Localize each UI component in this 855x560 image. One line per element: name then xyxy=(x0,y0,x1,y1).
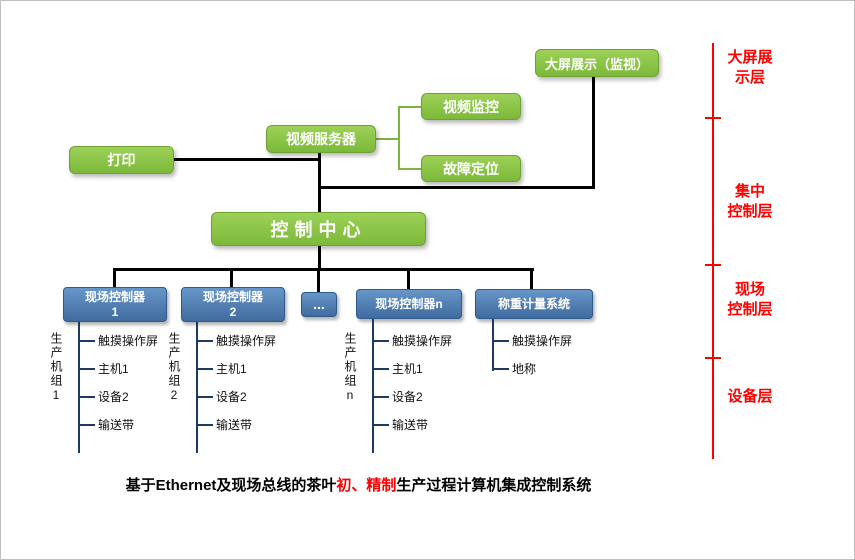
node-control-center: 控制中心 xyxy=(211,212,426,246)
node-field-controller-n: 现场控制器n xyxy=(356,289,462,319)
tree1-item: 输送带 xyxy=(98,418,135,432)
layer-label-line: 现场 xyxy=(734,281,765,298)
caption-suffix: 生产过程计算机集成控制系统 xyxy=(396,477,592,494)
layer-label-line: 示层 xyxy=(734,69,765,86)
treen-item: 输送带 xyxy=(392,418,429,432)
connector-top-horizontal xyxy=(318,186,595,189)
layer-label-line: 控制层 xyxy=(727,203,773,220)
treen-branch xyxy=(372,396,389,398)
connector-video-split-vertical xyxy=(398,106,400,170)
layer-label-device: 设备层 xyxy=(714,387,786,407)
node-video-server: 视频服务器 xyxy=(266,125,376,153)
connector-controlcenter-to-bus xyxy=(318,246,321,270)
tree1-group-label: 生产机组1 xyxy=(49,332,63,404)
node-field-controller-2: 现场控制器 2 xyxy=(181,287,285,322)
layer-label-field-control: 现场 控制层 xyxy=(714,280,786,320)
connector-bus-drop-1 xyxy=(113,268,116,288)
connector-videoserver-stub xyxy=(376,138,400,140)
controller-title: ... xyxy=(313,296,325,312)
node-video-monitor: 视频监控 xyxy=(421,93,521,120)
tree1-branch xyxy=(78,340,95,342)
weigh-tree-branch xyxy=(492,340,509,342)
connector-bus-horizontal xyxy=(113,268,534,271)
treen-trunk xyxy=(372,319,374,453)
layer-label-display: 大屏展 示层 xyxy=(714,48,786,88)
treen-group-label: 生产机组n xyxy=(343,332,357,404)
controller-subtitle: 2 xyxy=(229,304,237,319)
node-print: 打印 xyxy=(69,146,174,174)
layer-axis-tick xyxy=(705,117,721,119)
tree1-branch xyxy=(78,424,95,426)
connector-to-video-monitor xyxy=(398,106,422,108)
tree2-branch xyxy=(196,396,213,398)
tree2-branch xyxy=(196,368,213,370)
tree2-item: 触摸操作屏 xyxy=(216,334,277,348)
treen-item: 触摸操作屏 xyxy=(392,334,453,348)
weigh-tree-item: 触摸操作屏 xyxy=(512,334,573,348)
connector-print-horizontal xyxy=(174,158,320,161)
tree2-branch xyxy=(196,340,213,342)
tree1-branch xyxy=(78,396,95,398)
controller-title: 现场控制器 xyxy=(84,289,145,304)
layer-label-central-control: 集中 控制层 xyxy=(714,182,786,222)
treen-item: 设备2 xyxy=(392,390,423,404)
layer-label-line: 设备层 xyxy=(727,388,773,405)
layer-label-line: 控制层 xyxy=(727,301,773,318)
treen-branch xyxy=(372,424,389,426)
layer-label-line: 大屏展 xyxy=(727,49,773,66)
caption-prefix: 基于Ethernet及现场总线的茶叶 xyxy=(125,477,337,494)
treen-branch xyxy=(372,368,389,370)
node-fault-location: 故障定位 xyxy=(421,155,521,182)
node-field-controller-1: 现场控制器 1 xyxy=(63,287,167,322)
controller-title: 现场控制器 xyxy=(202,289,263,304)
node-weighing-system: 称重计量系统 xyxy=(475,289,593,319)
tree1-item: 设备2 xyxy=(98,390,129,404)
weigh-tree-item: 地称 xyxy=(512,362,537,376)
layer-axis-tick xyxy=(705,264,721,266)
tree2-item: 设备2 xyxy=(216,390,247,404)
connector-bus-drop-weigh xyxy=(530,268,533,290)
tree2-trunk xyxy=(196,322,198,453)
tree2-item: 输送带 xyxy=(216,418,253,432)
node-controller-ellipsis: ... xyxy=(301,292,337,317)
node-big-screen-display: 大屏展示（监视） xyxy=(535,49,659,77)
connector-bigscreen-vertical xyxy=(592,77,595,189)
tree1-branch xyxy=(78,368,95,370)
weigh-tree-branch xyxy=(492,368,509,370)
layer-axis-tick xyxy=(705,357,721,359)
tree1-item: 触摸操作屏 xyxy=(98,334,159,348)
connector-to-fault-location xyxy=(398,168,422,170)
connector-bus-drop-2 xyxy=(230,268,233,288)
weigh-tree-trunk xyxy=(492,319,494,371)
tree1-trunk xyxy=(78,322,80,453)
controller-title: 称重计量系统 xyxy=(497,296,570,311)
treen-item: 主机1 xyxy=(392,362,423,376)
tree2-branch xyxy=(196,424,213,426)
treen-branch xyxy=(372,340,389,342)
layer-axis-line xyxy=(712,43,714,459)
connector-bus-drop-n xyxy=(407,268,410,290)
tree1-item: 主机1 xyxy=(98,362,129,376)
controller-subtitle: 1 xyxy=(111,304,119,319)
caption-highlight: 初、精制 xyxy=(336,477,397,494)
controller-title: 现场控制器n xyxy=(375,296,443,311)
layer-label-line: 集中 xyxy=(734,183,765,200)
diagram-caption: 基于Ethernet及现场总线的茶叶初、精制生产过程计算机集成控制系统 xyxy=(51,474,666,495)
connector-videoserver-to-controlcenter xyxy=(318,153,321,213)
tree2-item: 主机1 xyxy=(216,362,247,376)
tree2-group-label: 生产机组2 xyxy=(167,332,181,404)
connector-bus-drop-dots xyxy=(317,268,320,293)
